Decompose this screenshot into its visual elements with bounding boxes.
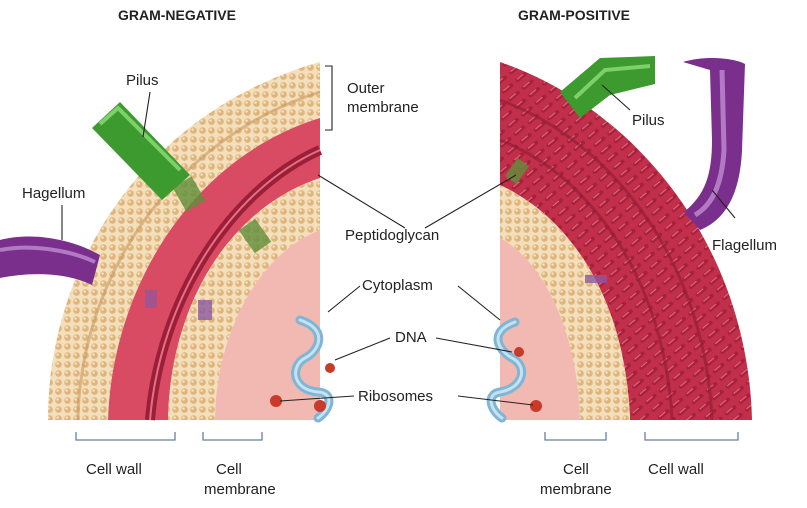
label-flagellum-right: Flagellum (712, 237, 777, 254)
label-cytoplasm: Cytoplasm (362, 277, 433, 294)
header-gram-positive: GRAM-POSITIVE (518, 7, 630, 23)
label-cell-membrane-right-1: Cell (563, 461, 589, 478)
label-peptidoglycan: Peptidoglycan (345, 227, 439, 244)
label-cell-wall-left: Cell wall (86, 461, 142, 478)
label-flagellum-left: Hagellum (22, 185, 85, 202)
label-outer-membrane-1: Outer (347, 80, 385, 97)
gram-negative-cell (48, 62, 320, 420)
flagellum-icon (0, 236, 100, 285)
label-pilus-right: Pilus (632, 112, 665, 129)
flagellum-icon (683, 58, 745, 230)
label-pilus-left: Pilus (126, 72, 159, 89)
label-cell-membrane-right-2: membrane (540, 481, 612, 498)
label-ribosomes: Ribosomes (358, 388, 433, 405)
label-cell-membrane-left-1: Cell (216, 461, 242, 478)
pilus-icon (560, 56, 655, 118)
label-outer-membrane-2: membrane (347, 99, 419, 116)
label-dna: DNA (395, 329, 427, 346)
bottom-brackets (76, 432, 738, 440)
label-cell-membrane-left-2: membrane (204, 481, 276, 498)
label-cell-wall-right: Cell wall (648, 461, 704, 478)
header-gram-negative: GRAM-NEGATIVE (118, 7, 236, 23)
